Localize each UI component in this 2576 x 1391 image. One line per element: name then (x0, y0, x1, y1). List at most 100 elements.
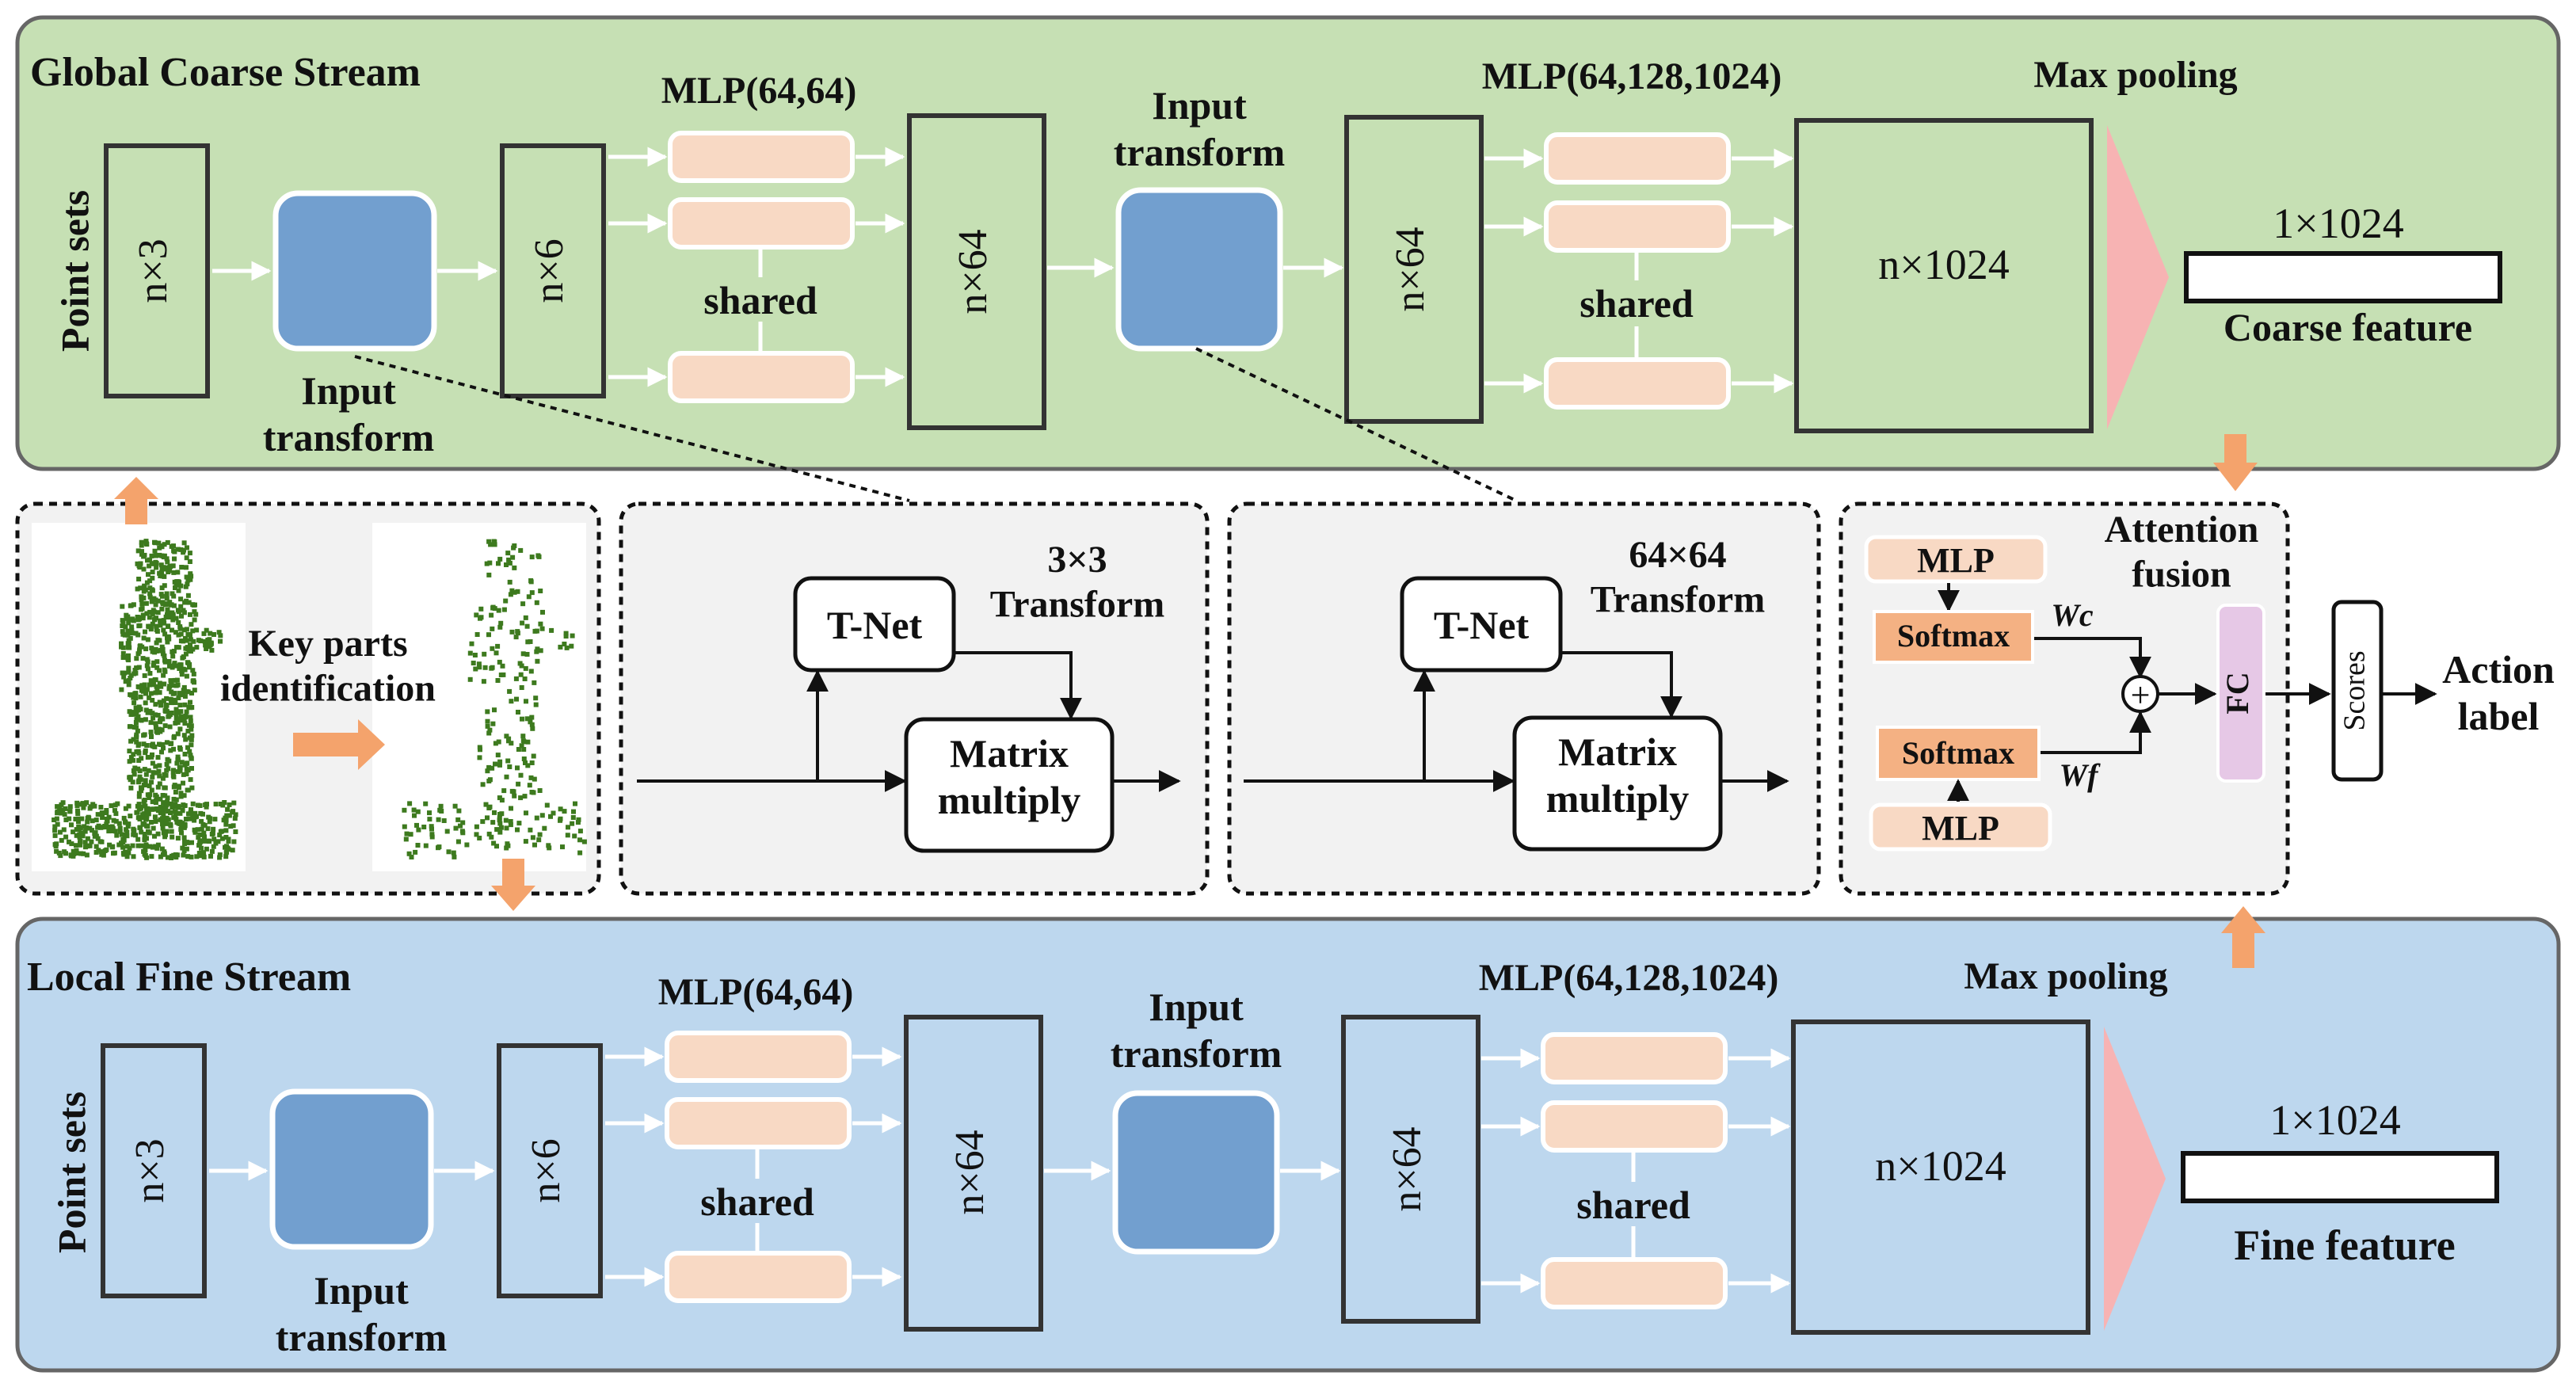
point (164, 829, 170, 834)
point (181, 848, 187, 854)
point (187, 735, 192, 741)
point (147, 557, 153, 562)
point (128, 814, 133, 819)
point (137, 817, 143, 821)
point (189, 755, 194, 760)
point (202, 638, 208, 644)
point (144, 813, 150, 818)
point (104, 821, 109, 827)
point (181, 638, 186, 644)
point (178, 662, 184, 668)
point (173, 711, 179, 717)
point (230, 810, 235, 815)
point (143, 646, 149, 652)
point (155, 784, 161, 790)
point (181, 780, 185, 786)
point (158, 684, 164, 689)
point (147, 783, 152, 789)
point (170, 591, 175, 596)
point (227, 802, 232, 807)
point (208, 853, 213, 859)
point (150, 799, 155, 805)
point (142, 767, 147, 772)
key-point (402, 824, 407, 829)
point (157, 763, 162, 768)
key-point (516, 710, 520, 715)
key-point (429, 832, 435, 837)
key-point (570, 633, 575, 638)
key-point (464, 842, 470, 848)
point (181, 667, 187, 673)
point (54, 841, 59, 847)
point (134, 656, 139, 661)
key-point (478, 606, 484, 612)
point (144, 663, 150, 669)
point (183, 737, 189, 742)
point (123, 624, 128, 630)
key-point (528, 579, 534, 585)
point (204, 802, 209, 808)
point (218, 638, 223, 644)
point (185, 745, 190, 750)
point (98, 805, 104, 810)
point (195, 827, 200, 833)
point (156, 540, 162, 546)
point (106, 829, 112, 834)
point (170, 627, 174, 633)
key-point (486, 764, 492, 770)
point (174, 579, 180, 585)
point (55, 804, 60, 810)
point (153, 602, 158, 608)
point (191, 814, 196, 819)
point (148, 720, 154, 726)
key-point (531, 790, 536, 795)
point (141, 848, 147, 854)
point (210, 831, 215, 837)
point (166, 686, 172, 692)
point (154, 659, 160, 665)
point (175, 836, 181, 841)
point (181, 835, 187, 840)
point (147, 708, 153, 714)
key-point (486, 632, 491, 638)
point (161, 745, 166, 751)
global-dim-after-mlp2-box (1794, 118, 2094, 433)
point (135, 586, 140, 592)
point (120, 837, 126, 842)
point (160, 776, 166, 781)
point (74, 800, 80, 806)
local-mlp1-shared: shared (700, 1179, 814, 1224)
point (77, 834, 82, 840)
point (80, 833, 86, 839)
point (135, 837, 141, 842)
key-point (452, 803, 458, 809)
point (177, 666, 182, 671)
point (95, 812, 101, 817)
point (90, 818, 95, 824)
point (166, 766, 171, 772)
point (143, 700, 148, 706)
key-point (438, 803, 444, 809)
point (226, 837, 231, 842)
point (175, 570, 181, 575)
point (161, 627, 166, 633)
point (152, 833, 157, 839)
point (147, 795, 152, 800)
point (139, 549, 144, 554)
point (146, 572, 151, 577)
point (195, 802, 200, 808)
point (197, 853, 203, 859)
point (85, 819, 90, 825)
point (159, 585, 165, 591)
point (179, 565, 185, 570)
point (120, 604, 125, 609)
point (136, 794, 142, 799)
point (105, 816, 109, 821)
point (140, 815, 146, 821)
key-point (482, 651, 487, 657)
point (155, 638, 161, 643)
point (164, 819, 170, 825)
